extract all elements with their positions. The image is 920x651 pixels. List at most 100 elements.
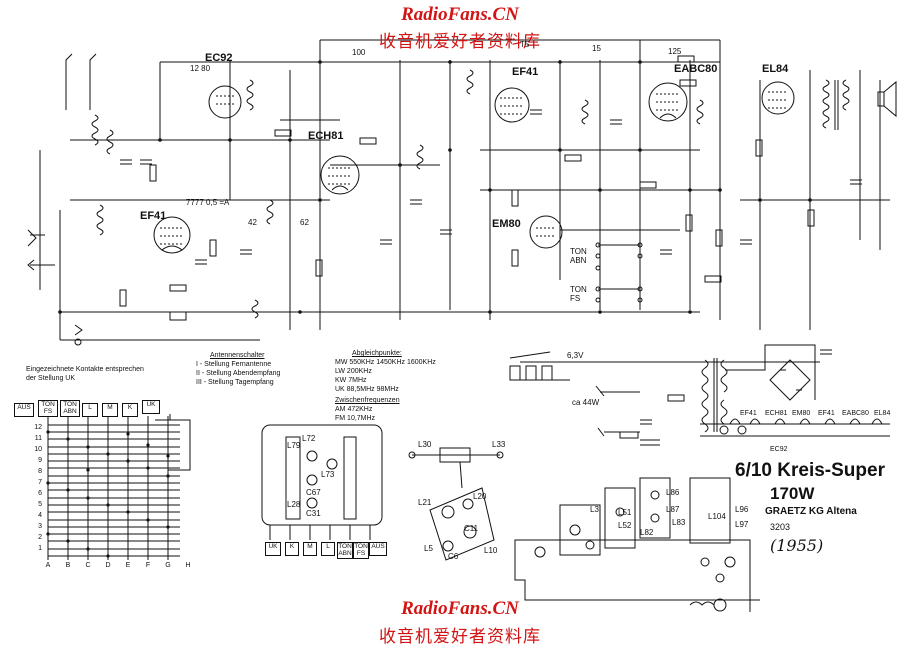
bottom-button-l: L — [321, 542, 335, 556]
tube-label-em80: EM80 — [492, 218, 521, 230]
coil-l96: L96 — [735, 505, 749, 514]
watermark-brand-bottom: RadioFans.CN — [401, 598, 519, 619]
switch-button-ton-fs: TON FS — [38, 400, 58, 417]
grid-col-c: C — [85, 562, 91, 569]
watermark-brand-top: RadioFans.CN — [401, 4, 519, 25]
grid-col-b: B — [65, 562, 71, 569]
bottom-button-uk: UK — [265, 542, 281, 556]
coil-l5: L5 — [424, 544, 433, 553]
alignment-kw: KW 7MHz — [335, 377, 367, 384]
coil-l73: L73 — [321, 470, 335, 479]
voltage-label: 7777 0,5 =A — [186, 198, 230, 207]
bottom-button-m: M — [303, 542, 317, 556]
alignment-title: Abgleichpunkte: — [352, 350, 402, 357]
grid-row-10: 10 — [34, 446, 42, 453]
grid-row-7: 7 — [38, 479, 42, 486]
watermark-chinese-bottom: 收音机爱好者资料库 — [379, 627, 541, 647]
grid-col-f: F — [145, 562, 151, 569]
heater-chain-eabc80: EABC80 — [842, 410, 869, 417]
switch-note-line1: Eingezeichnete Kontakte entsprechen — [26, 366, 144, 373]
coil-l72: L72 — [302, 434, 316, 443]
label-100: 100 — [352, 48, 366, 57]
label-15: 15 — [592, 44, 601, 53]
coil-l20: L20 — [473, 492, 487, 501]
grid-col-d: D — [105, 562, 111, 569]
label-consumption: ca 44W — [572, 398, 600, 407]
coil-l10: L10 — [484, 546, 498, 555]
grid-row-11: 11 — [34, 435, 42, 442]
switch-button-ton-abn: TON ABN — [60, 400, 80, 417]
year-handwritten: (1955) — [770, 536, 824, 555]
if-title: Zwischenfrequenzen — [335, 397, 400, 404]
coil-l52: L52 — [618, 521, 632, 530]
coil-l86: L86 — [666, 488, 680, 497]
watermark-chinese-top: 收音机爱好者资料库 — [379, 32, 541, 52]
coil-c11: C11 — [464, 524, 479, 533]
grid-col-e: E — [125, 562, 131, 569]
switch-note-line2: der Stellung UK — [26, 375, 76, 382]
heater-chain-ef41-1: EF41 — [740, 410, 757, 417]
grid-col-g: G — [165, 562, 171, 569]
heater-chain-ech81: ECH81 — [765, 410, 788, 417]
grid-row-3: 3 — [38, 523, 42, 530]
coil-l97: L97 — [735, 520, 749, 529]
grid-col-a: A — [45, 562, 51, 569]
alignment-uk: UK 88,5MHz 98MHz — [335, 386, 399, 393]
coil-l21: L21 — [418, 498, 432, 507]
bottom-button-k: K — [285, 542, 299, 556]
heater-chain-em80: EM80 — [792, 410, 811, 417]
coil-c31: C31 — [306, 509, 321, 518]
tube-label-ec92: EC92 — [205, 52, 233, 64]
label-42: 42 — [248, 218, 257, 227]
label-62: 62 — [300, 218, 309, 227]
grid-row-4: 4 — [38, 512, 42, 519]
grid-row-8: 8 — [38, 468, 42, 475]
switch-button-aus: AUS — [14, 403, 34, 417]
heater-chain-el84: EL84 — [874, 410, 891, 417]
model-title: 6/10 Kreis-Super — [735, 460, 885, 481]
manufacturer: GRAETZ KG Altena — [765, 506, 857, 517]
antenna-switch-pos1: I - Stellung Fernantenne — [196, 361, 272, 368]
antenna-switch-pos2: II - Stellung Abendempfang — [196, 370, 281, 377]
coil-l104: L104 — [708, 512, 726, 521]
if-am: AM 472KHz — [335, 406, 373, 413]
coil-l51: L51 — [618, 508, 632, 517]
bottom-button-ton-abn: TON ABN — [337, 542, 353, 559]
tube-label-ech81: ECH81 — [308, 130, 344, 142]
tube-label-el84: EL84 — [762, 63, 789, 75]
grid-row-2: 2 — [38, 534, 42, 541]
grid-row-9: 9 — [38, 457, 42, 464]
if-fm: FM 10,7MHz — [335, 415, 376, 422]
coil-c67: C67 — [306, 488, 321, 497]
coil-l83: L83 — [672, 518, 686, 527]
coil-l30: L30 — [418, 440, 432, 449]
tube-label-ef41-rf: EF41 — [140, 210, 167, 222]
coil-l28: L28 — [287, 500, 301, 509]
coil-c6: C6 — [448, 552, 459, 561]
coil-l79: L79 — [287, 441, 301, 450]
heater-tap-ec92: EC92 — [770, 446, 788, 453]
switch-button-m: M — [102, 403, 118, 417]
bottom-button-aus: AUS — [369, 542, 387, 556]
label-t5: T5 — [520, 40, 530, 49]
label-ton-fs: TON FS — [570, 285, 587, 303]
label-ton-abn: TON ABN — [570, 247, 587, 265]
antenna-switch-title: Antennenschalter — [210, 352, 265, 359]
model-code: 3203 — [770, 522, 791, 532]
tube-label-ef41-if: EF41 — [512, 66, 539, 78]
alignment-mw: MW 550KHz 1450KHz 1600KHz — [335, 359, 436, 366]
switch-button-k: K — [122, 403, 138, 417]
heater-chain-ef41-2: EF41 — [818, 410, 835, 417]
switch-button-l: L — [82, 403, 98, 417]
grid-row-1: 1 — [38, 545, 42, 552]
tube-label-eabc80: EABC80 — [674, 63, 718, 75]
switch-button-uk: UK — [142, 400, 160, 414]
antenna-switch-pos3: III - Stellung Tagempfang — [196, 379, 274, 386]
grid-row-6: 6 — [38, 490, 42, 497]
label-heater-voltage: 6,3V — [567, 351, 584, 360]
coil-l87: L87 — [666, 505, 680, 514]
label-125: 125 — [668, 47, 682, 56]
bottom-button-ton-fs: TON FS — [353, 542, 369, 559]
coil-l33: L33 — [492, 440, 506, 449]
